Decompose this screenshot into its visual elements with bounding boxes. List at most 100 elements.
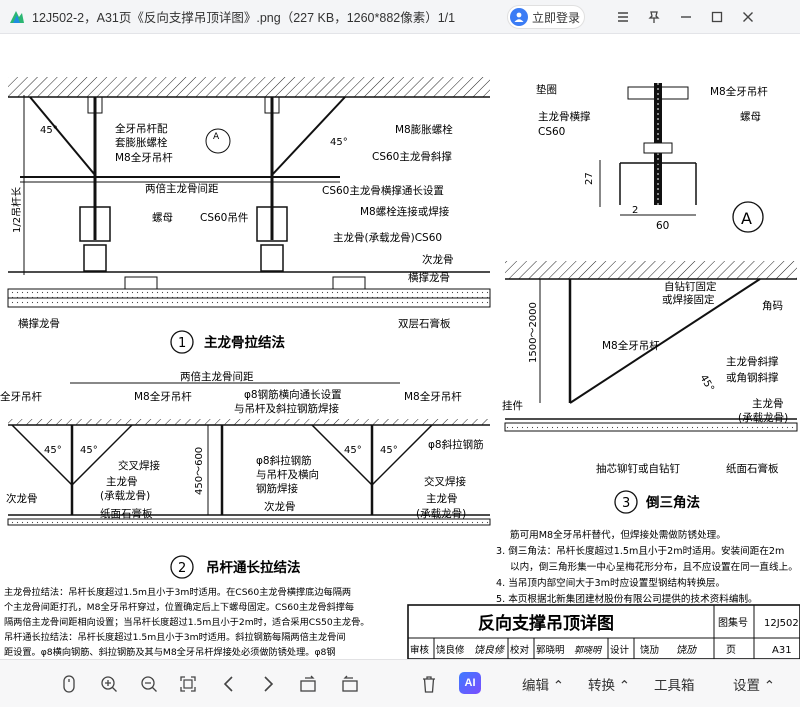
label: (承载龙骨) xyxy=(416,507,466,520)
ruler-logo-icon xyxy=(6,6,28,28)
image-canvas: 1/2吊杆长 45° 45° A 全牙吊杆配 套膨胀螺栓 M8全牙吊杆 两倍主龙… xyxy=(0,35,800,659)
label: M8全牙吊杆 xyxy=(710,85,768,98)
settings-menu[interactable]: 设置 ⌃ xyxy=(733,674,775,694)
login-button[interactable]: 立即登录 xyxy=(507,5,585,29)
figure-title: 倒三角法 xyxy=(645,494,700,511)
rotate-left-icon[interactable] xyxy=(297,672,321,696)
dim: 1500～2000 xyxy=(528,302,539,363)
label: 交叉焊接 xyxy=(118,459,160,472)
edit-menu[interactable]: 编辑 ⌃ xyxy=(522,674,564,694)
detail-marker-a: A xyxy=(213,132,220,142)
label: 次龙骨 xyxy=(264,500,296,513)
label: 横撑龙骨 xyxy=(408,271,450,284)
label: φ8斜拉钢筋 xyxy=(256,454,312,467)
convert-menu[interactable]: 转换 ⌃ xyxy=(588,674,630,694)
label: 纸面石膏板 xyxy=(726,462,779,475)
dim: 27 xyxy=(584,172,595,185)
note-line: 5. 本页根据北新集团建材股份有限公司提供的技术资料编制。 xyxy=(496,593,758,605)
label: 纸面石膏板 xyxy=(100,507,153,520)
next-icon[interactable] xyxy=(256,672,280,696)
figure-number: 1 xyxy=(178,336,186,351)
settings-label: 设置 xyxy=(733,678,760,693)
label: 角码 xyxy=(762,300,783,312)
reviewer-signature: 饶良修 xyxy=(474,644,506,656)
angle-label: 45° xyxy=(44,445,62,456)
convert-label: 转换 xyxy=(588,678,615,693)
notes-left: 主龙骨拉结法：吊杆长度超过1.5m且小于3m时适用。在CS60主龙骨横撑底边每隔… xyxy=(4,586,369,658)
drawing-title: 反向支撑吊顶详图 xyxy=(478,613,614,634)
minimize-icon[interactable] xyxy=(675,6,697,28)
label: CS60吊件 xyxy=(200,212,248,224)
label: 主龙骨(承载龙骨)CS60 xyxy=(333,231,442,244)
label: CS60主龙骨斜撑 xyxy=(372,150,452,163)
note-line: 4. 当吊顶内部空间大于3m时应设置型钢结构转换层。 xyxy=(496,577,725,589)
label: 抽芯铆钉或自钻钉 xyxy=(596,462,680,475)
label: φ8斜拉钢筋 xyxy=(428,438,484,451)
label: 螺母 xyxy=(152,212,173,224)
note-line: 3. 倒三角法：吊杆长度超过1.5m且小于2m时适用。安装间距在2m xyxy=(496,545,784,557)
note-line: 个主龙骨间距打孔，M8全牙吊杆穿过，位置确定后上下螺母固定。CS60主龙骨斜撑每 xyxy=(4,601,354,613)
page-number: A31 xyxy=(772,645,792,656)
atlas-label: 图集号 xyxy=(718,616,748,629)
login-label: 立即登录 xyxy=(532,10,581,25)
label: 双层石膏板 xyxy=(398,317,451,330)
angle-label: 45° xyxy=(80,445,98,456)
figure-title: 主龙骨拉结法 xyxy=(204,334,285,351)
angle-label: 45° xyxy=(330,137,348,148)
label: 全牙吊杆 xyxy=(0,390,42,403)
fit-screen-icon[interactable] xyxy=(176,672,200,696)
label: 自钻钉固定 xyxy=(664,280,717,293)
figure-3: 1500～2000 45° 自钻钉固定 或焊接固定 角码 M8全牙吊杆 主龙骨斜… xyxy=(502,261,798,514)
pin-icon[interactable] xyxy=(643,6,665,28)
angle-label: 45° xyxy=(697,373,715,394)
designer-signature: 饶劢 xyxy=(676,644,697,656)
half-rod-dim: 1/2吊杆长 xyxy=(11,187,23,233)
delete-icon[interactable] xyxy=(417,672,441,696)
note-line: 主龙骨拉结法：吊杆长度超过1.5m且小于3m时适用。在CS60主龙骨横撑底边每隔… xyxy=(4,586,351,598)
label: 次龙骨 xyxy=(422,253,454,266)
dim: 450～600 xyxy=(194,447,205,495)
label: M8螺栓连接或焊接 xyxy=(360,205,450,218)
checker-name: 郭晓明 xyxy=(536,644,565,656)
label: 两倍主龙骨间距 xyxy=(180,370,254,383)
label: 主龙骨 xyxy=(106,475,138,488)
label: 主龙骨横撑 xyxy=(538,110,591,123)
user-avatar-icon xyxy=(510,8,528,26)
reviewer-name: 饶良修 xyxy=(436,644,465,656)
figure-number: 3 xyxy=(622,496,630,511)
chevron-up-icon: ⌃ xyxy=(618,678,631,693)
angle-label: 45° xyxy=(344,445,362,456)
label: 套膨胀螺栓 xyxy=(115,136,168,149)
ai-button[interactable]: AI xyxy=(459,672,481,694)
chevron-up-icon: ⌃ xyxy=(763,678,776,693)
mouse-icon[interactable] xyxy=(57,672,81,696)
label: 两倍主龙骨间距 xyxy=(145,182,219,195)
note-line: 以内，倒三角形集一中心呈梅花形分布，且不应设置在同一直线上。 xyxy=(510,561,798,573)
zoom-out-icon[interactable] xyxy=(137,672,161,696)
label: 垫圈 xyxy=(536,83,557,96)
label: 次龙骨 xyxy=(6,492,38,505)
edit-label: 编辑 xyxy=(522,678,549,693)
label: M8全牙吊杆 xyxy=(115,151,173,164)
label: 主龙骨 xyxy=(426,492,458,505)
menu-icon[interactable] xyxy=(612,6,634,28)
prev-icon[interactable] xyxy=(217,672,241,696)
close-icon[interactable] xyxy=(737,6,759,28)
role-label: 审核 xyxy=(410,644,430,656)
label: 全牙吊杆配 xyxy=(115,122,168,135)
maximize-icon[interactable] xyxy=(706,6,728,28)
rotate-right-icon[interactable] xyxy=(337,672,361,696)
label: 钢筋焊接 xyxy=(256,482,298,495)
toolbox-button[interactable]: 工具箱 xyxy=(654,678,695,693)
label: 交叉焊接 xyxy=(424,475,466,488)
figure-1: 1/2吊杆长 45° 45° A 全牙吊杆配 套膨胀螺栓 M8全牙吊杆 两倍主龙… xyxy=(7,77,491,354)
notes-right: 筋可用M8全牙吊杆替代，但焊接处需做防锈处理。 3. 倒三角法：吊杆长度超过1.… xyxy=(496,529,798,605)
role-label: 校对 xyxy=(510,644,530,656)
label: 挂件 xyxy=(502,399,523,412)
note-line: 吊杆通长拉结法：吊杆长度超过1.5m且小于3m时适用。斜拉钢筋每隔两倍主龙骨间 xyxy=(4,631,346,643)
dim: 60 xyxy=(656,220,669,232)
title-bar: 12J502-2，A31页《反向支撑吊顶详图》.png（227 KB，1260*… xyxy=(0,0,800,34)
label: 主龙骨 xyxy=(752,397,784,410)
zoom-in-icon[interactable] xyxy=(97,672,121,696)
drawing-sheet: 1/2吊杆长 45° 45° A 全牙吊杆配 套膨胀螺栓 M8全牙吊杆 两倍主龙… xyxy=(0,77,800,659)
